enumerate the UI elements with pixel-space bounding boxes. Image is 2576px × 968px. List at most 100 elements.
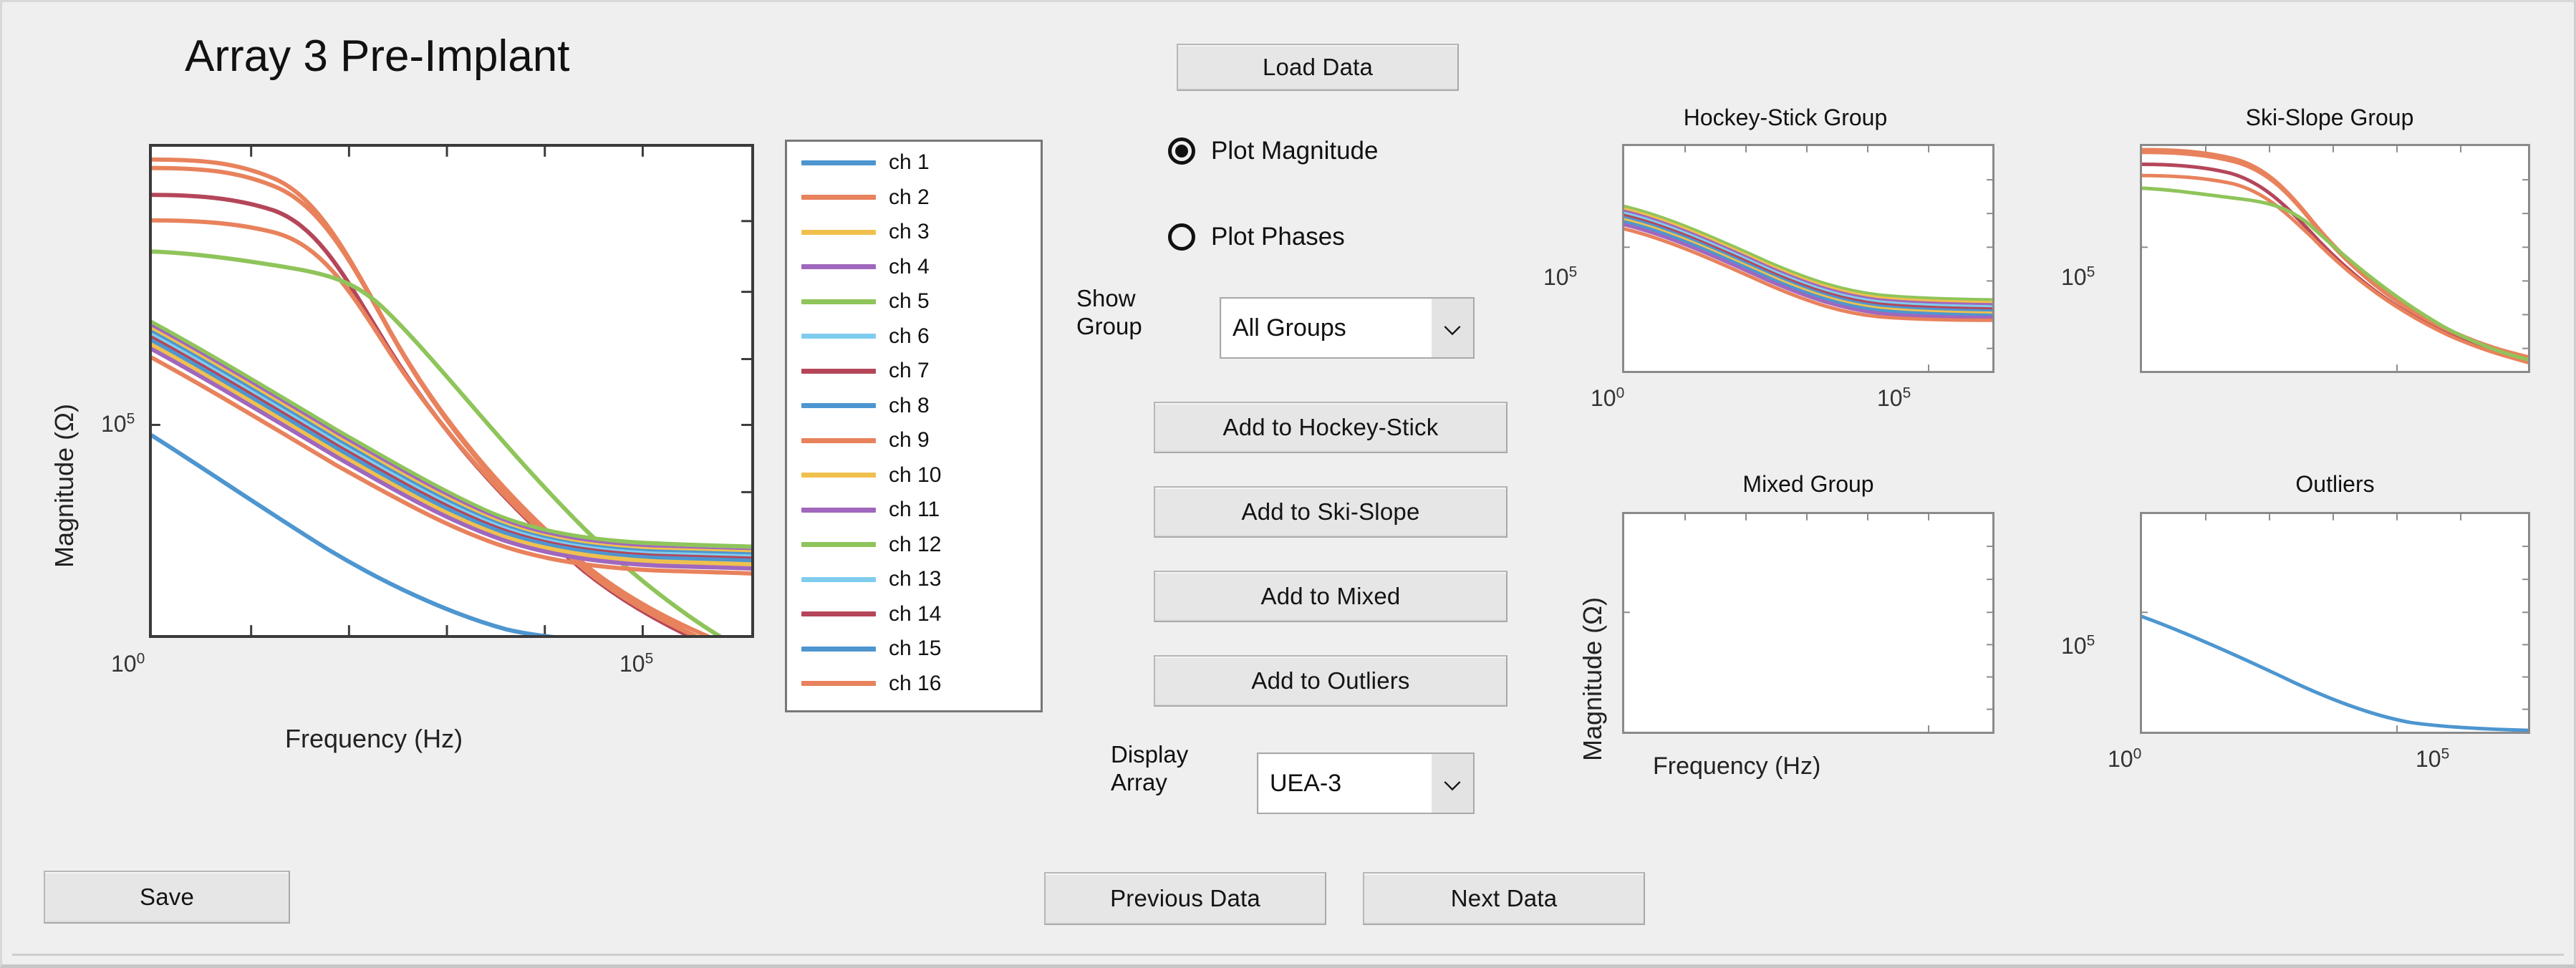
page-title: Array 3 Pre-Implant bbox=[185, 32, 570, 81]
ski-slope-ytick-1e5: 105 bbox=[2061, 263, 2095, 290]
legend-color-swatch bbox=[801, 229, 876, 235]
legend-item: ch 1 bbox=[787, 150, 1041, 175]
legend-item: ch 13 bbox=[787, 567, 1041, 591]
legend-item-label: ch 1 bbox=[889, 150, 930, 174]
legend-item: ch 9 bbox=[787, 428, 1041, 452]
legend-item: ch 12 bbox=[787, 533, 1041, 557]
radio-plot-magnitude[interactable]: Plot Magnitude bbox=[1168, 137, 1378, 165]
main-plot-xtick-1e5: 105 bbox=[619, 650, 654, 677]
ski-slope-curves bbox=[2142, 146, 2528, 371]
ski-slope-panel-title: Ski-Slope Group bbox=[2245, 105, 2414, 130]
legend-item-label: ch 9 bbox=[889, 428, 930, 452]
legend-item: ch 15 bbox=[787, 637, 1041, 661]
legend-color-swatch bbox=[801, 334, 876, 339]
main-plot-curves bbox=[152, 147, 751, 635]
hockey-stick-ytick-1e5: 105 bbox=[1543, 263, 1578, 290]
legend-item-label: ch 10 bbox=[889, 463, 942, 487]
legend-item: ch 7 bbox=[787, 359, 1041, 383]
legend-item-label: ch 4 bbox=[889, 254, 930, 279]
radio-magnitude-label: Plot Magnitude bbox=[1211, 137, 1379, 165]
legend-color-swatch bbox=[801, 264, 876, 269]
legend-color-swatch bbox=[801, 473, 876, 478]
display-array-dropdown[interactable]: UEA-3 ⌵ bbox=[1257, 752, 1475, 814]
legend-item: ch 16 bbox=[787, 672, 1041, 696]
outliers-xtick-1e0: 100 bbox=[2108, 745, 2142, 772]
legend-item: ch 4 bbox=[787, 255, 1041, 279]
hockey-stick-plot[interactable] bbox=[1622, 144, 1994, 373]
chevron-down-icon: ⌵ bbox=[1432, 299, 1473, 357]
legend-item-label: ch 3 bbox=[889, 220, 930, 243]
legend-item: ch 8 bbox=[787, 394, 1041, 418]
add-to-hockey-stick-button[interactable]: Add to Hockey-Stick bbox=[1154, 402, 1508, 453]
main-plot-ylabel: Magnitude (Ω) bbox=[49, 403, 79, 568]
hockey-stick-curves bbox=[1624, 146, 1992, 371]
legend-item: ch 6 bbox=[787, 324, 1041, 349]
radio-phases-label: Plot Phases bbox=[1211, 223, 1345, 251]
legend-item-label: ch 7 bbox=[889, 359, 930, 382]
mixed-group-panel-title: Mixed Group bbox=[1742, 471, 1874, 497]
legend-color-swatch bbox=[801, 403, 876, 408]
mixed-group-ylabel: Magnitude (Ω) bbox=[1578, 596, 1607, 761]
hockey-stick-xtick-1e0: 100 bbox=[1591, 384, 1625, 411]
load-data-button[interactable]: Load Data bbox=[1177, 44, 1459, 91]
main-plot-ytick-1e5: 105 bbox=[101, 410, 135, 437]
legend-item-label: ch 13 bbox=[889, 567, 942, 591]
legend-item: ch 2 bbox=[787, 185, 1041, 210]
legend-color-swatch bbox=[801, 368, 876, 374]
show-group-dropdown[interactable]: All Groups ⌵ bbox=[1220, 297, 1475, 359]
outliers-panel-title: Outliers bbox=[2295, 471, 2375, 497]
ski-slope-plot[interactable] bbox=[2140, 144, 2530, 373]
legend-item-label: ch 8 bbox=[889, 393, 930, 417]
outliers-curves bbox=[2142, 514, 2528, 732]
legend-item: ch 14 bbox=[787, 602, 1041, 626]
legend-color-swatch bbox=[801, 160, 876, 165]
main-magnitude-plot[interactable] bbox=[149, 144, 754, 638]
mixed-group-plot[interactable] bbox=[1622, 512, 1994, 734]
legend-item-label: ch 12 bbox=[889, 532, 942, 556]
mixed-group-xlabel: Frequency (Hz) bbox=[1653, 752, 1821, 780]
add-to-outliers-button[interactable]: Add to Outliers bbox=[1154, 655, 1508, 707]
legend-color-swatch bbox=[801, 507, 876, 513]
add-to-mixed-button[interactable]: Add to Mixed bbox=[1154, 571, 1508, 622]
outliers-ytick-1e5: 105 bbox=[2061, 632, 2095, 659]
legend-color-swatch bbox=[801, 681, 876, 686]
legend-color-swatch bbox=[801, 542, 876, 547]
legend-item-label: ch 6 bbox=[889, 324, 930, 348]
previous-data-button[interactable]: Previous Data bbox=[1044, 872, 1326, 925]
display-array-label: Display Array bbox=[1111, 741, 1189, 795]
save-button[interactable]: Save bbox=[44, 871, 290, 924]
outliers-plot[interactable] bbox=[2140, 512, 2530, 734]
show-group-value: All Groups bbox=[1232, 314, 1346, 342]
radio-magnitude-indicator bbox=[1168, 137, 1195, 165]
next-data-button[interactable]: Next Data bbox=[1363, 872, 1645, 925]
legend-item-label: ch 11 bbox=[889, 498, 940, 521]
legend-item: ch 5 bbox=[787, 289, 1041, 314]
legend-color-swatch bbox=[801, 611, 876, 616]
mixed-group-curves bbox=[1624, 514, 1992, 732]
legend-color-swatch bbox=[801, 646, 876, 652]
outliers-xtick-1e5: 105 bbox=[2416, 745, 2450, 772]
legend-color-swatch bbox=[801, 437, 876, 443]
add-to-ski-slope-button[interactable]: Add to Ski-Slope bbox=[1154, 486, 1508, 538]
legend-item-label: ch 2 bbox=[889, 185, 930, 209]
legend-item-label: ch 16 bbox=[889, 671, 942, 695]
channel-legend: ch 1 ch 2 ch 3 ch 4 ch 5 ch 6 ch 7 ch 8 ch 9 ch 1… bbox=[785, 140, 1043, 712]
hockey-stick-xtick-1e5: 105 bbox=[1877, 384, 1911, 411]
radio-plot-phases[interactable]: Plot Phases bbox=[1168, 223, 1345, 251]
legend-item-label: ch 14 bbox=[889, 601, 942, 626]
legend-item-label: ch 5 bbox=[889, 289, 930, 313]
legend-color-swatch bbox=[801, 299, 876, 304]
main-plot-xlabel: Frequency (Hz) bbox=[285, 724, 463, 753]
legend-item: ch 10 bbox=[787, 463, 1041, 488]
legend-item: ch 11 bbox=[787, 498, 1041, 522]
legend-item-label: ch 15 bbox=[889, 637, 942, 660]
radio-phases-indicator bbox=[1168, 223, 1195, 251]
display-array-value: UEA-3 bbox=[1270, 769, 1342, 797]
legend-color-swatch bbox=[801, 576, 876, 582]
hockey-stick-panel-title: Hockey-Stick Group bbox=[1683, 105, 1888, 130]
legend-item: ch 3 bbox=[787, 220, 1041, 244]
show-group-label: Show Group bbox=[1076, 285, 1142, 339]
chevron-down-icon: ⌵ bbox=[1432, 754, 1473, 813]
legend-color-swatch bbox=[801, 195, 876, 200]
